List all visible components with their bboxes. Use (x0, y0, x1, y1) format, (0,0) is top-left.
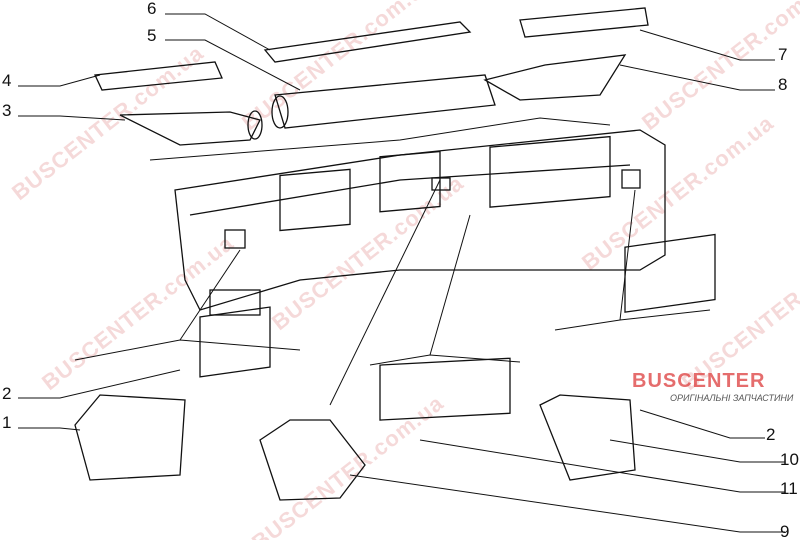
top-vents (94, 7, 649, 146)
logo-subtitle: ОРИГІНАЛЬНІ ЗАПЧАСТИНИ (670, 393, 794, 403)
callout-8: 8 (778, 75, 788, 94)
logo-title: BUSCENTER (632, 370, 766, 392)
leader-lines (18, 13, 785, 533)
callout-2: 2 (766, 425, 776, 444)
callout-7: 7 (778, 45, 788, 64)
callout-9: 9 (780, 522, 790, 540)
callout-2: 2 (2, 384, 12, 403)
callout-4: 4 (2, 71, 12, 90)
callout-1: 1 (2, 413, 12, 432)
callout-11: 11 (780, 479, 798, 498)
callout-10: 10 (780, 450, 799, 469)
callout-6: 6 (147, 0, 157, 18)
lower-vents (74, 233, 716, 501)
dashboard-body (174, 129, 666, 316)
callout-5: 5 (147, 26, 157, 45)
callout-3: 3 (2, 101, 12, 120)
logo: BUSCENTER ОРИГІНАЛЬНІ ЗАПЧАСТИНИ (632, 370, 793, 403)
